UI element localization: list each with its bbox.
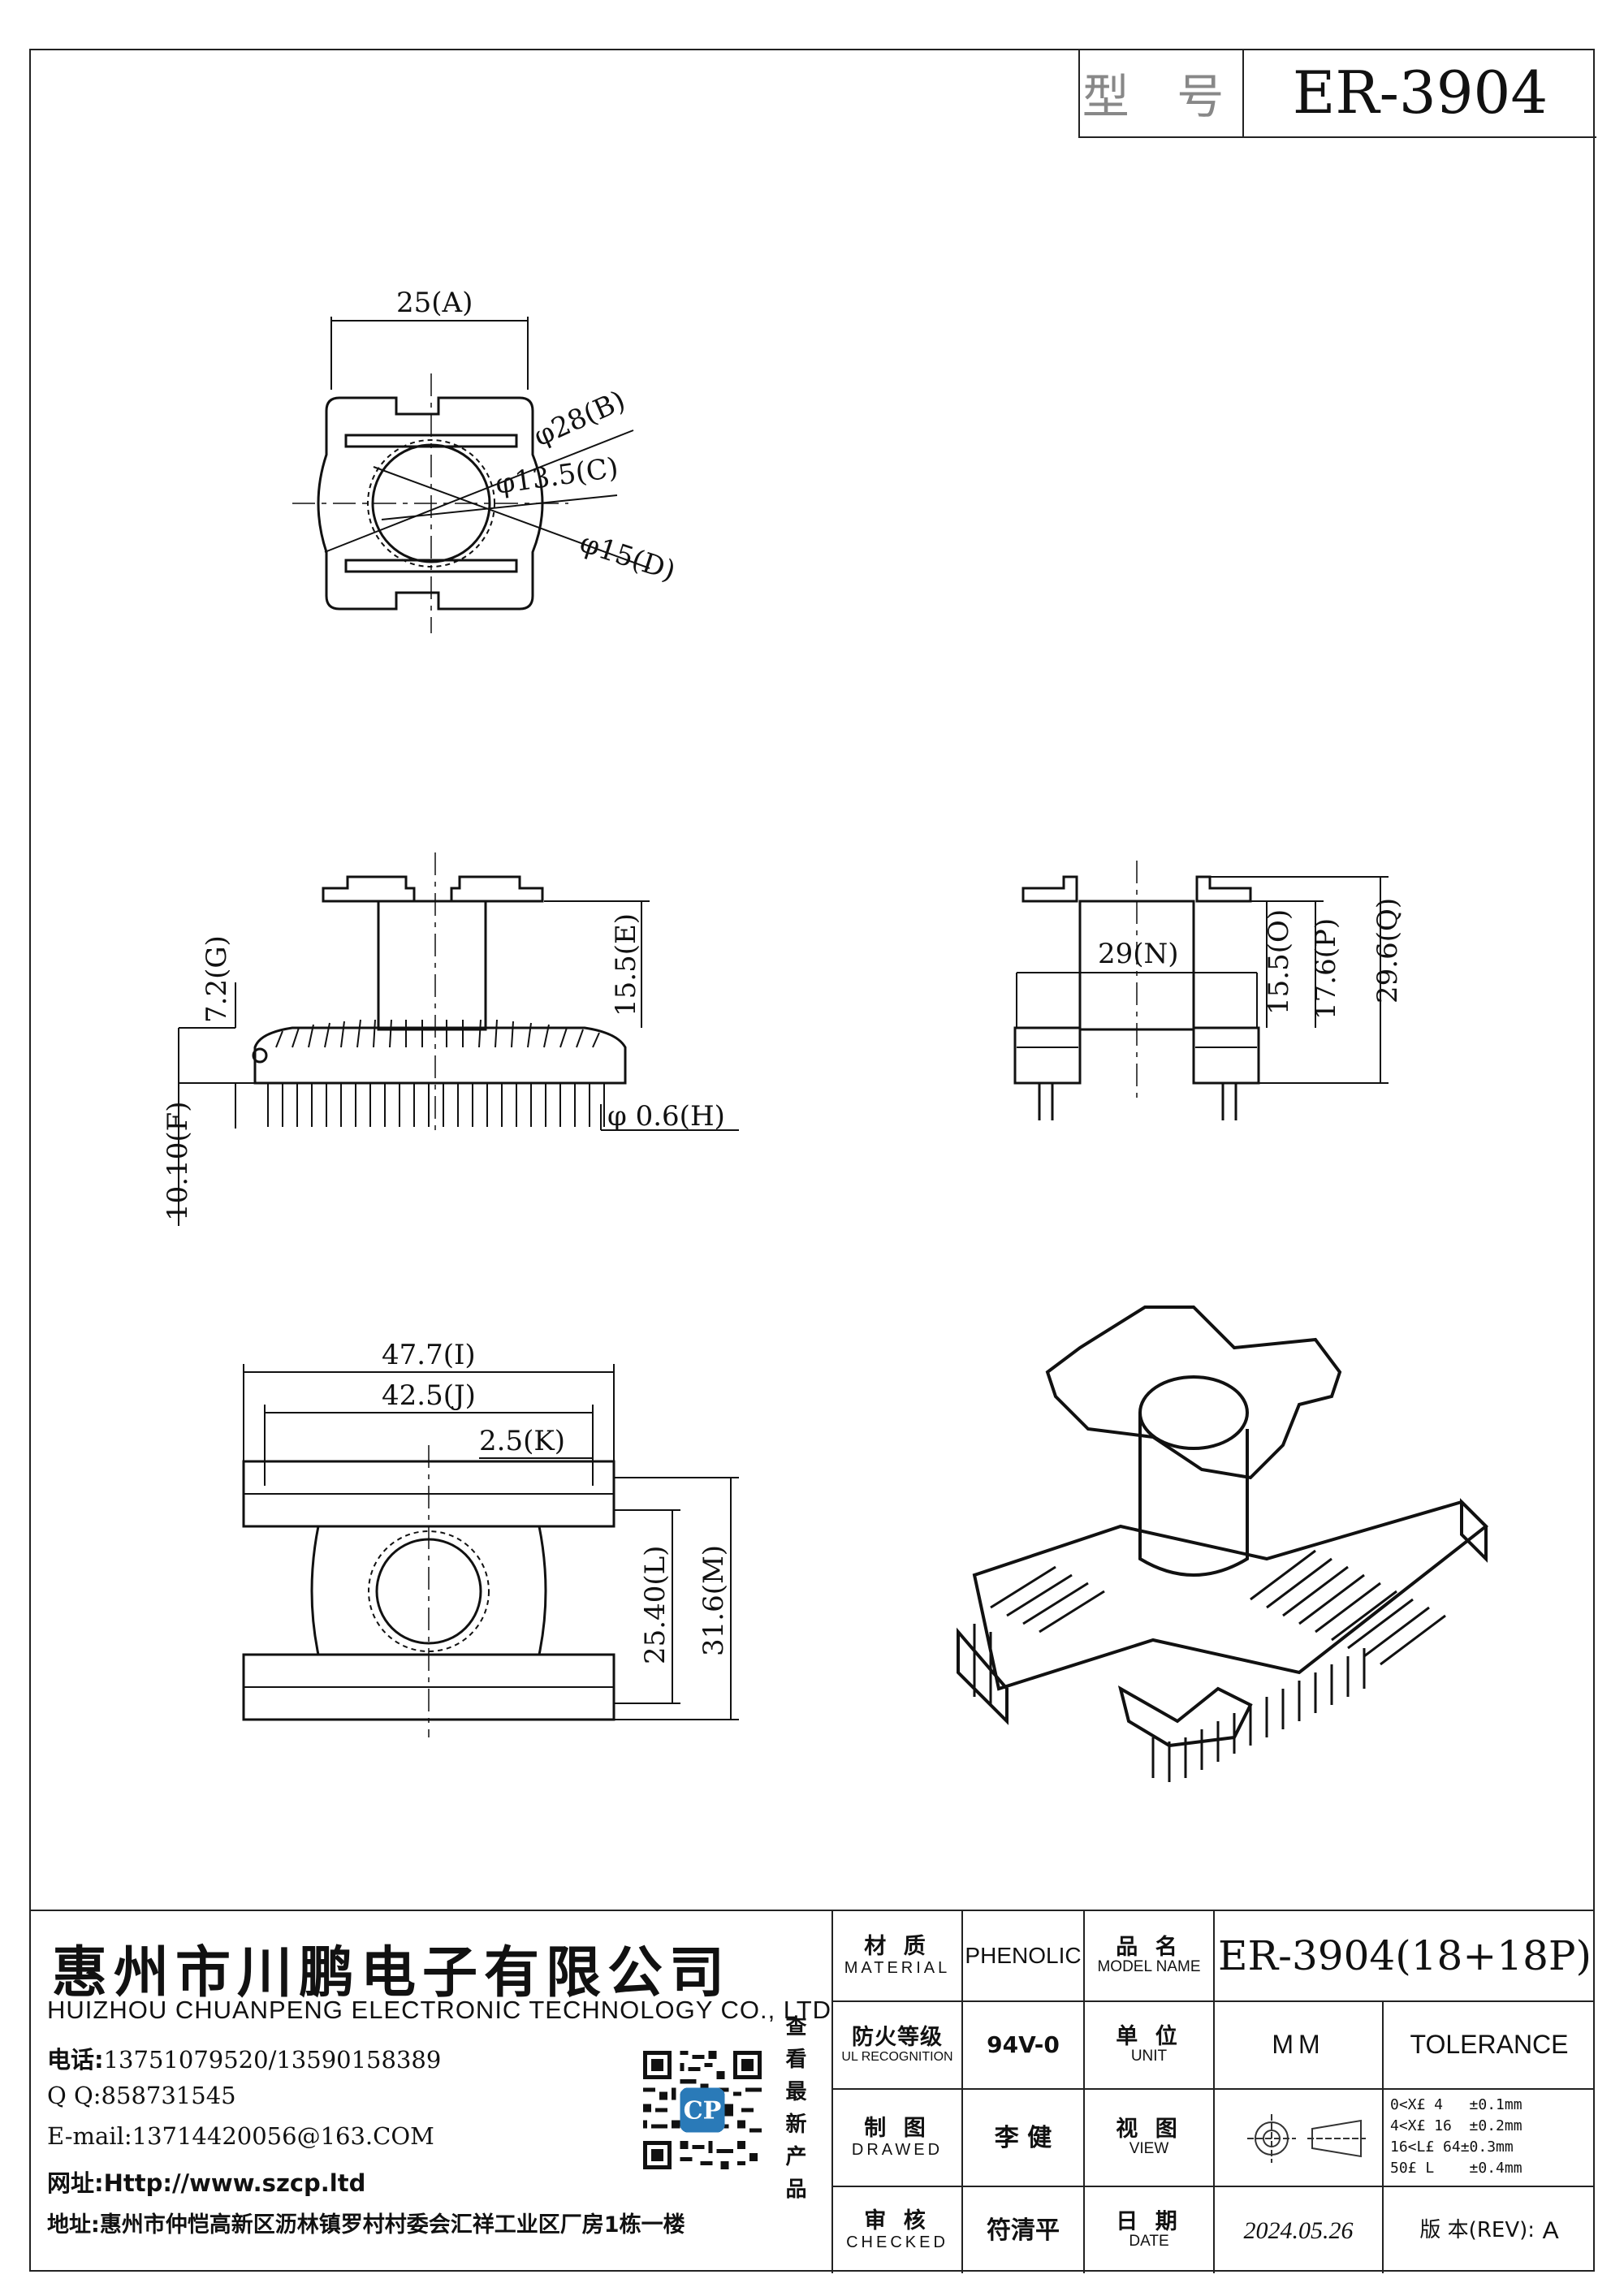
- dim-q: 29.6(Q): [1371, 898, 1404, 1003]
- revision: 版 本(REV): A: [1419, 2216, 1559, 2244]
- side-view: [1013, 861, 1389, 1120]
- unit-value: MM: [1272, 2030, 1325, 2060]
- company-address: 地址:惠州市仲恺高新区沥林镇罗村村委会汇祥工业区厂房1栋一楼: [47, 2212, 685, 2238]
- model-label: 型 号: [1080, 49, 1244, 136]
- grid-line: [1382, 2000, 1384, 2273]
- isometric-view: [957, 1306, 1489, 1782]
- front-pins: [267, 1083, 605, 1127]
- material-value: PHENOLIC: [965, 1942, 1082, 1968]
- drawing-frame: [29, 49, 1595, 2272]
- projection-symbol-icon: [1247, 2114, 1366, 2163]
- technical-drawing: 25(A) φ28(B) φ13.5(C) φ15(D) 15.5(E) 10.…: [162, 287, 1489, 1782]
- company-qq: Q Q:858731545: [47, 2082, 236, 2109]
- grid-line: [831, 2088, 1595, 2090]
- dim-e: 15.5(E): [610, 913, 642, 1016]
- dim-p: 17.6(P): [1310, 918, 1342, 1020]
- grid-line: [831, 2186, 1595, 2187]
- company-email: E-mail:13714420056@163.COM: [47, 2122, 434, 2150]
- company-name-en: HUIZHOU CHUANPENG ELECTRONIC TECHNOLOGY …: [47, 1996, 832, 2024]
- dim-n: 29(N): [1098, 938, 1179, 970]
- grid-line: [1083, 1911, 1085, 2273]
- grid-line: [831, 2000, 1595, 2002]
- title-block: 惠州市川鹏电子有限公司 HUIZHOU CHUANPENG ELECTRONIC…: [29, 1910, 1595, 2273]
- front-view: [178, 852, 739, 1226]
- drawn-value: 李 健: [994, 2123, 1052, 2152]
- dim-m: 31.6(M): [698, 1545, 730, 1656]
- qr-code-icon: CP: [643, 2051, 762, 2169]
- qr-caption: 查看最新产品: [782, 2015, 806, 2210]
- dim-d: φ15(D): [576, 527, 679, 588]
- grid-line: [1213, 1911, 1215, 2273]
- dim-j: 42.5(J): [382, 1379, 476, 1412]
- dim-g: 7.2(G): [201, 935, 233, 1023]
- dim-f: 10.10(F): [162, 1102, 194, 1221]
- model-header: 型 号 ER-3904: [1078, 49, 1596, 138]
- flame-value: 94V-0: [987, 2031, 1060, 2058]
- company-phone: 电话:13751079520/13590158389: [47, 2046, 442, 2074]
- iso-pins: [973, 1624, 1366, 1782]
- bottom-view: [242, 1364, 739, 1737]
- dim-k: 2.5(K): [479, 1425, 565, 1457]
- qr-badge: CP: [684, 2097, 722, 2126]
- model-name-value: ER-3904(18+18P): [1217, 1931, 1592, 1979]
- dim-o: 15.5(O): [1263, 909, 1295, 1015]
- dim-b: φ28(B): [529, 384, 630, 453]
- company-name-cn: 惠州市川鹏电子有限公司: [52, 1941, 732, 2005]
- company-web: 网址:Http://www.szcp.ltd: [47, 2169, 366, 2197]
- top-view: [292, 317, 650, 633]
- dim-c: φ13.5(C): [494, 451, 620, 501]
- dim-i: 47.7(I): [382, 1339, 476, 1371]
- model-value: ER-3904: [1292, 58, 1548, 127]
- grid-line: [961, 1911, 963, 2273]
- dim-l: 25.40(L): [639, 1546, 672, 1664]
- checked-value: 符清平: [987, 2216, 1060, 2245]
- iso-fins: [990, 1549, 1446, 1666]
- tolerance-label: TOLERANCE: [1410, 2030, 1569, 2060]
- dim-h: φ 0.6(H): [607, 1100, 725, 1133]
- date-value: 2024.05.26: [1243, 2216, 1354, 2244]
- grid-line: [831, 1911, 833, 2273]
- dim-a: 25(A): [396, 287, 473, 319]
